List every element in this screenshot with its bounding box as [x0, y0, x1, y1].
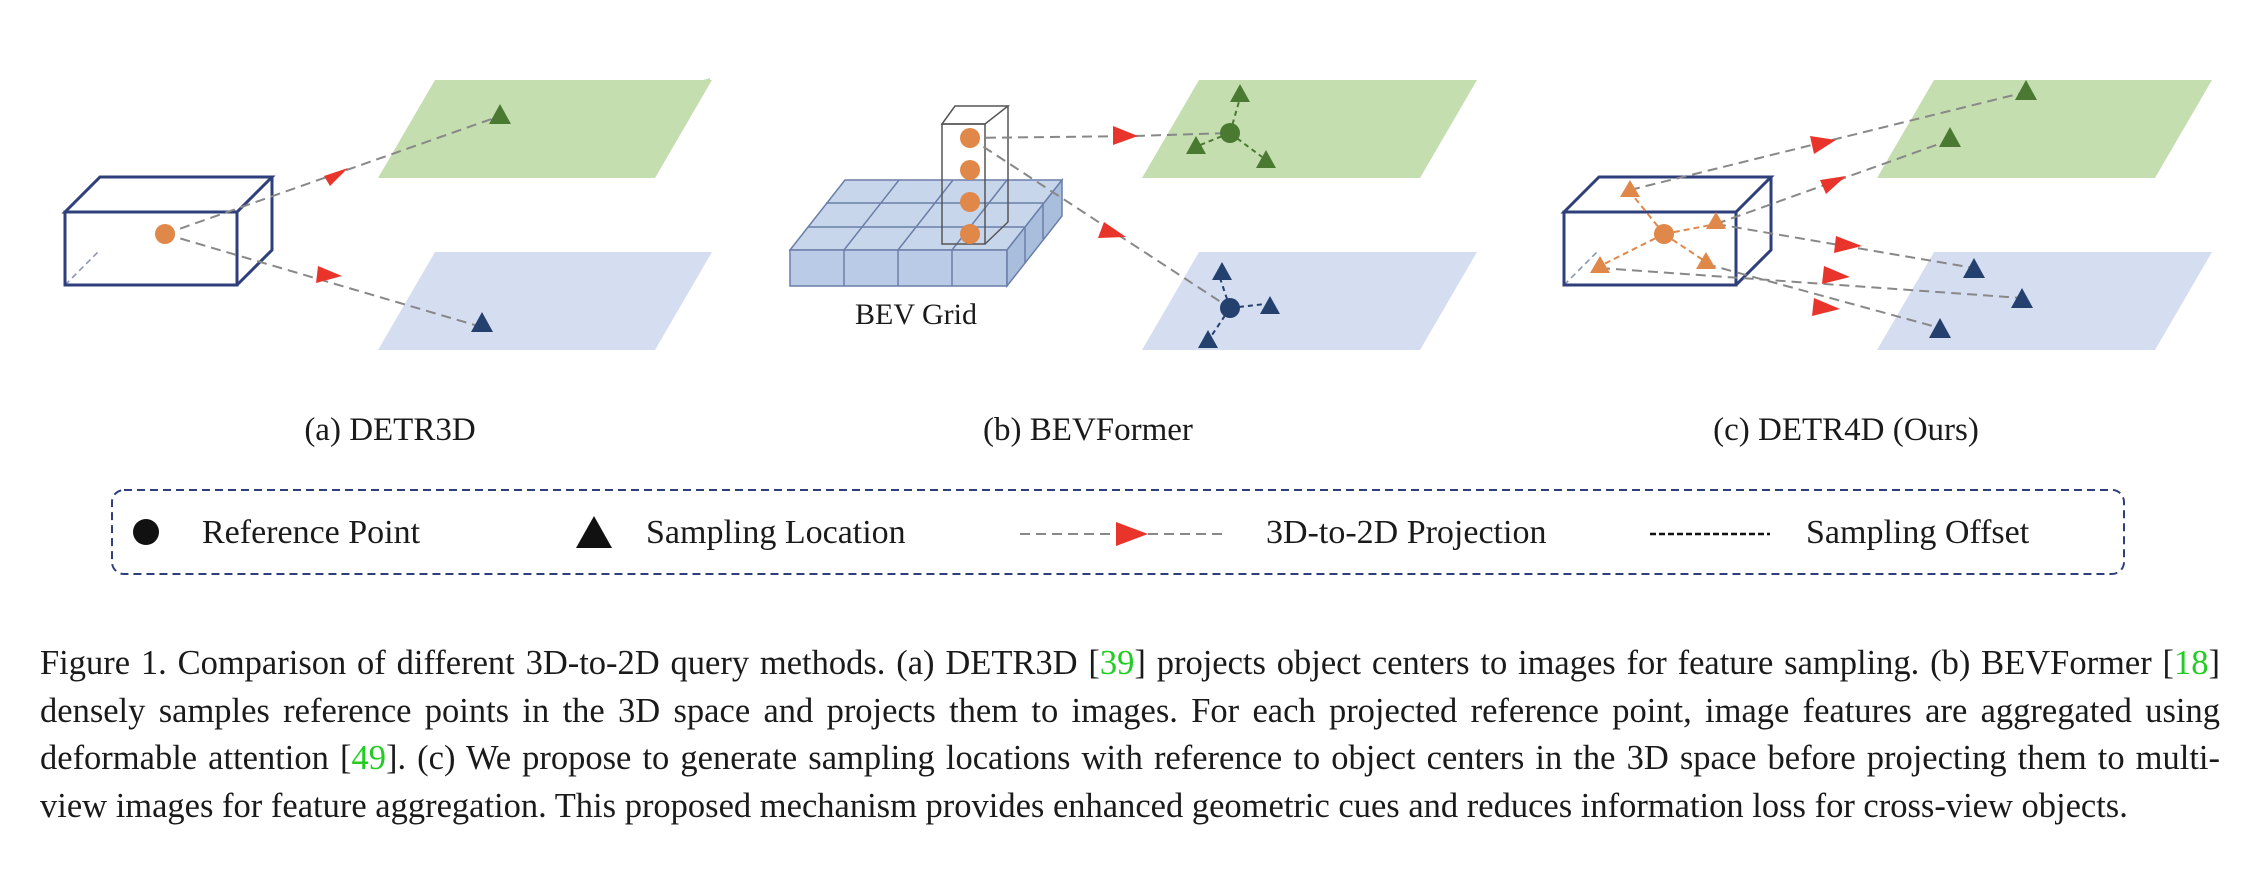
image-plane-green — [1142, 80, 1477, 178]
bev-grid — [788, 177, 1064, 289]
projected-reference-point — [1220, 298, 1240, 318]
figure-caption: Figure 1. Comparison of different 3D-to-… — [40, 640, 2220, 830]
reference-point — [960, 192, 980, 212]
projection-arrow — [1113, 126, 1138, 145]
sampling-location-triangle — [1256, 150, 1276, 168]
projection-arrow — [324, 168, 348, 186]
reference-point — [960, 160, 980, 180]
projection-arrow — [1812, 298, 1840, 316]
sampling-location-triangle — [1929, 318, 1951, 338]
sampling-location-triangle — [1963, 258, 1985, 278]
bev-grid-label: BEV Grid — [855, 298, 977, 331]
sampling-location-triangle — [2011, 288, 2033, 308]
figure-diagram: (a) DETR3D — [61, 78, 2212, 575]
reference-point — [960, 224, 980, 244]
sampling-offset-triangle — [1590, 256, 1610, 273]
panel-b-label: (b) BEVFormer — [983, 412, 1193, 448]
projection-arrow — [1834, 236, 1862, 253]
image-plane-blue — [1877, 252, 2212, 350]
sampling-offset-triangle — [1696, 252, 1716, 269]
projection-arrow — [1098, 222, 1126, 238]
caption-text: Figure 1. Comparison of different 3D-to-… — [40, 644, 1100, 682]
panel-c-label: (c) DETR4D (Ours) — [1713, 412, 1979, 448]
sampling-location-triangle — [1186, 136, 1206, 154]
projection-arrow-icon — [1116, 522, 1148, 546]
panel-a: (a) DETR3D — [61, 78, 712, 448]
sampling-location-triangle — [1212, 262, 1232, 280]
sampling-location-triangle — [1260, 296, 1280, 314]
panel-a-label: (a) DETR3D — [304, 412, 475, 448]
citation-link[interactable]: 18 — [2174, 644, 2209, 682]
caption-text: ] projects object centers to images for … — [1134, 644, 2175, 682]
projection-arrow — [1822, 266, 1850, 284]
sampling-location-triangle — [471, 312, 493, 332]
sampling-location-triangle — [2015, 80, 2037, 100]
sampling-location-triangle — [1939, 127, 1961, 147]
sampling-location-triangle — [1230, 84, 1250, 102]
projection-arrow — [316, 266, 342, 283]
sampling-location-triangle — [489, 104, 511, 124]
sampling-offset-triangle — [1620, 180, 1640, 197]
caption-text: ] densely samples reference points in th… — [40, 644, 2221, 777]
projection-arrow — [1820, 176, 1846, 194]
sampling-location-triangle — [1198, 330, 1218, 348]
reference-point — [1654, 224, 1674, 244]
legend-reference-point: Reference Point — [202, 514, 421, 551]
legend: Reference Point Sampling Location 3D-to-… — [111, 489, 2125, 575]
projection-arrow — [1810, 136, 1836, 154]
reference-point-icon — [133, 519, 159, 545]
legend-frame — [111, 489, 2125, 575]
panel-c: (c) DETR4D (Ours) — [1560, 80, 2212, 448]
reference-point — [960, 128, 980, 148]
citation-link[interactable]: 49 — [351, 739, 386, 777]
pillar — [940, 105, 1011, 245]
bounding-box-3d — [1560, 175, 1775, 287]
legend-sampling-location: Sampling Location — [646, 514, 906, 551]
image-plane-blue — [1142, 252, 1477, 350]
sampling-offset-triangle — [1706, 212, 1726, 229]
legend-projection: 3D-to-2D Projection — [1266, 514, 1546, 551]
caption-text: ]. (c) We propose to generate sampling l… — [40, 739, 2221, 825]
panel-b: BEV Grid (b) BEVFormer — [788, 80, 1477, 448]
image-plane-green — [378, 80, 712, 178]
image-plane-green — [1877, 80, 2212, 178]
sampling-location-icon — [576, 516, 612, 548]
citation-link[interactable]: 39 — [1099, 644, 1135, 682]
projected-reference-point — [1220, 123, 1240, 143]
bounding-box-3d — [61, 175, 276, 287]
legend-sampling-offset: Sampling Offset — [1806, 514, 2030, 551]
reference-point — [155, 224, 175, 244]
image-plane-blue — [378, 252, 712, 350]
